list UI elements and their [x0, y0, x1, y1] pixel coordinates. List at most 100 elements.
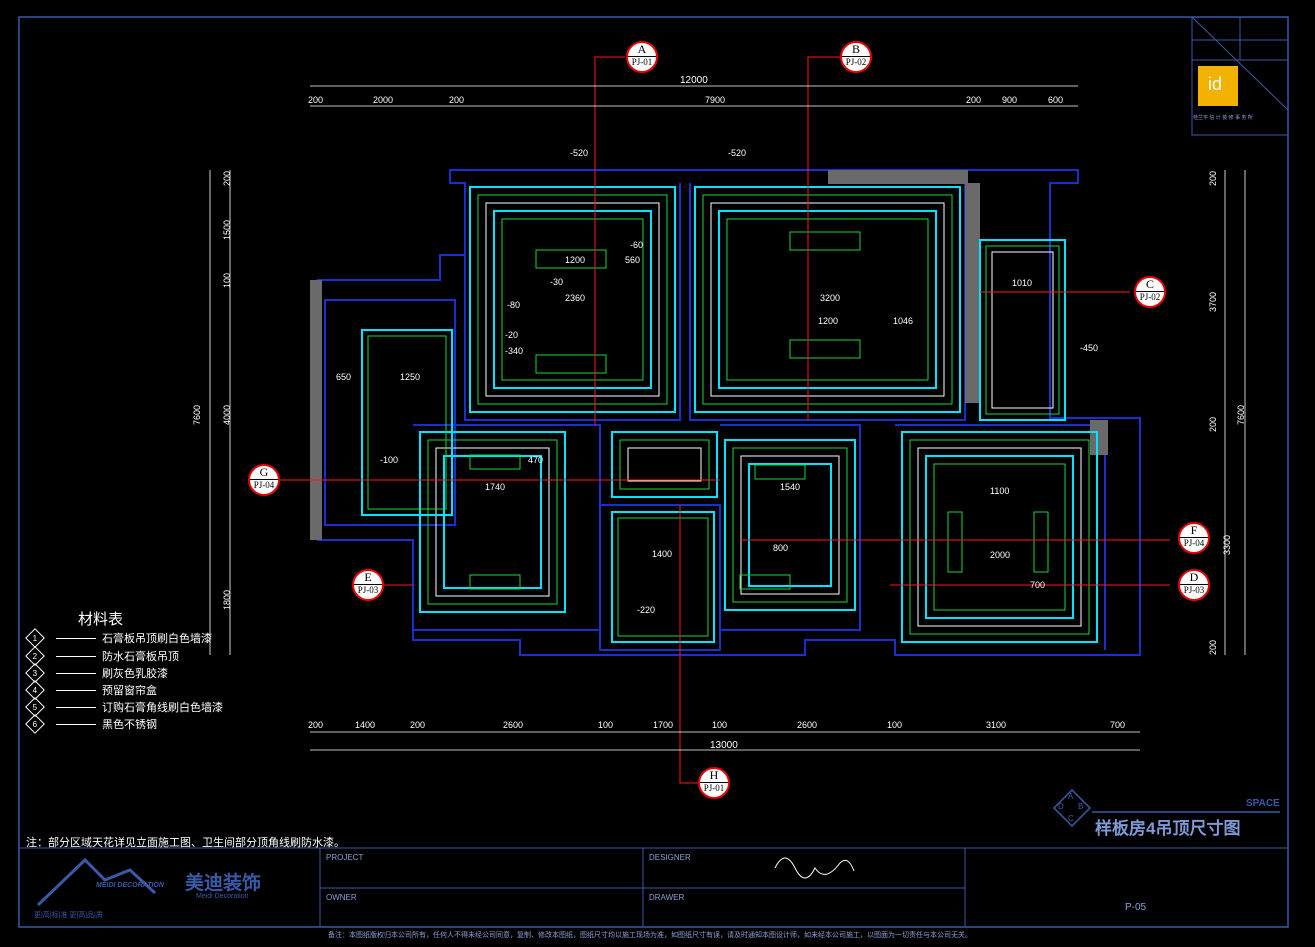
dimension-lines: [209, 85, 1246, 751]
section-marker-g[interactable]: G PJ-04: [244, 460, 284, 500]
top-dim: 200: [308, 95, 324, 105]
top-dim: 200: [966, 95, 982, 105]
level-tag: -100: [380, 455, 399, 465]
room-7-width: 1400: [652, 549, 673, 559]
top-dim: 7900: [705, 95, 726, 105]
ceiling-room-2: [694, 186, 961, 413]
right-dim: 3300: [1222, 534, 1232, 555]
left-dim: 1800: [222, 589, 232, 610]
drawer-label: DRAWER: [649, 893, 685, 902]
abcd-a: A: [1068, 792, 1074, 801]
left-dim: 100: [222, 272, 232, 288]
bottom-dim: 3100: [986, 720, 1007, 730]
top-dim: 2000: [373, 95, 394, 105]
room-2-offset: 1046: [893, 316, 914, 326]
bottom-dim: 100: [598, 720, 614, 730]
level-tag: -340: [505, 346, 524, 356]
room-1-width: 2360: [565, 293, 586, 303]
section-lines: [280, 56, 1170, 784]
brand-slogan: 更|高|标|准 更|高|品|质: [34, 912, 103, 919]
page-number: P-05: [1125, 902, 1147, 913]
section-marker-c[interactable]: C PJ-02: [1130, 272, 1170, 312]
level-tag: -520: [570, 148, 589, 158]
room-5-width: 1540: [780, 482, 801, 492]
project-label: PROJECT: [326, 853, 364, 862]
section-marker-d[interactable]: D PJ-03: [1174, 565, 1214, 605]
room-8-offset: 650: [336, 372, 352, 382]
bottom-dim: 700: [1110, 720, 1126, 730]
right-dim: 3700: [1208, 291, 1218, 312]
section-marker-f[interactable]: F PJ-04: [1174, 518, 1214, 558]
bottom-overall-dim: 13000: [710, 740, 738, 751]
level-tag: -60: [630, 240, 644, 250]
top-overall-dim: 12000: [680, 75, 708, 86]
level-tag: -20: [505, 330, 519, 340]
bottom-dim: 200: [410, 720, 426, 730]
designer-signature: [774, 857, 855, 879]
level-tag: -30: [550, 277, 564, 287]
room-2-ceiling-w: 1200: [818, 316, 839, 326]
ceiling-room-4: [419, 431, 566, 613]
legend-title: 材料表: [78, 611, 124, 628]
ceiling-room-6: [901, 431, 1098, 643]
level-tag: -220: [637, 605, 656, 615]
ceiling-room-8: [361, 329, 453, 516]
left-dim: 200: [222, 170, 232, 186]
bottom-dim: 200: [308, 720, 324, 730]
room-2-width: 3200: [820, 293, 841, 303]
drawing-title: 样板房4吊顶尺寸图: [1095, 819, 1241, 838]
room-8-width: 1250: [400, 372, 421, 382]
ceiling-room-small: [611, 431, 718, 498]
left-dim: 4000: [222, 404, 232, 425]
abcd-b: B: [1078, 802, 1084, 811]
right-dim: 200: [1208, 416, 1218, 432]
ceiling-room-5: [724, 439, 856, 611]
bottom-dim: 100: [887, 720, 903, 730]
bottom-dim: 2600: [503, 720, 524, 730]
right-dim: 200: [1208, 639, 1218, 655]
level-tag: -80: [507, 300, 521, 310]
left-overall-dim: 7600: [192, 404, 202, 425]
top-dim: 600: [1048, 95, 1064, 105]
bottom-dim: 2600: [797, 720, 818, 730]
bottom-dim: 1400: [355, 720, 376, 730]
section-marker-e[interactable]: E PJ-03: [348, 565, 388, 605]
space-label: SPACE: [1246, 798, 1280, 809]
ceiling-room-3: [979, 239, 1066, 421]
room-4-offset: 470: [528, 455, 544, 465]
ceiling-room-1: [469, 186, 676, 413]
wall-fills: [310, 170, 1108, 540]
room-6-width: 2000: [990, 550, 1011, 560]
top-dim: 900: [1002, 95, 1018, 105]
room-3-width: 1010: [1012, 278, 1033, 288]
room-6-inner: 1100: [990, 486, 1010, 496]
abcd-d: D: [1058, 802, 1064, 811]
section-marker-a[interactable]: A PJ-01: [622, 37, 662, 77]
brand-logo: [36, 857, 157, 907]
bottom-dim: 1700: [653, 720, 674, 730]
section-marker-b[interactable]: B PJ-02: [836, 37, 876, 77]
bottom-dim: 100: [712, 720, 728, 730]
title-block-frame: [18, 847, 1289, 928]
logo-caption: 桂兰平 信 计 装 修 事 务 所: [1193, 115, 1253, 121]
room-5-ceiling-w: 800: [773, 543, 789, 553]
owner-label: OWNER: [326, 893, 357, 902]
section-marker-h[interactable]: H PJ-01: [694, 763, 734, 803]
ceiling-room-7: [611, 511, 715, 643]
brand-name-en: MEIDI DECORATION: [96, 882, 164, 889]
brand-sub: Meidi Decoration: [196, 893, 249, 900]
top-dim: 200: [449, 95, 465, 105]
studio-logo: [1191, 16, 1289, 136]
level-tag: -450: [1080, 343, 1099, 353]
room-4-width: 1740: [485, 482, 506, 492]
abcd-c: C: [1068, 814, 1074, 823]
level-tag: -520: [728, 148, 747, 158]
abcd-badge: [1052, 788, 1280, 828]
right-dim: 200: [1208, 170, 1218, 186]
